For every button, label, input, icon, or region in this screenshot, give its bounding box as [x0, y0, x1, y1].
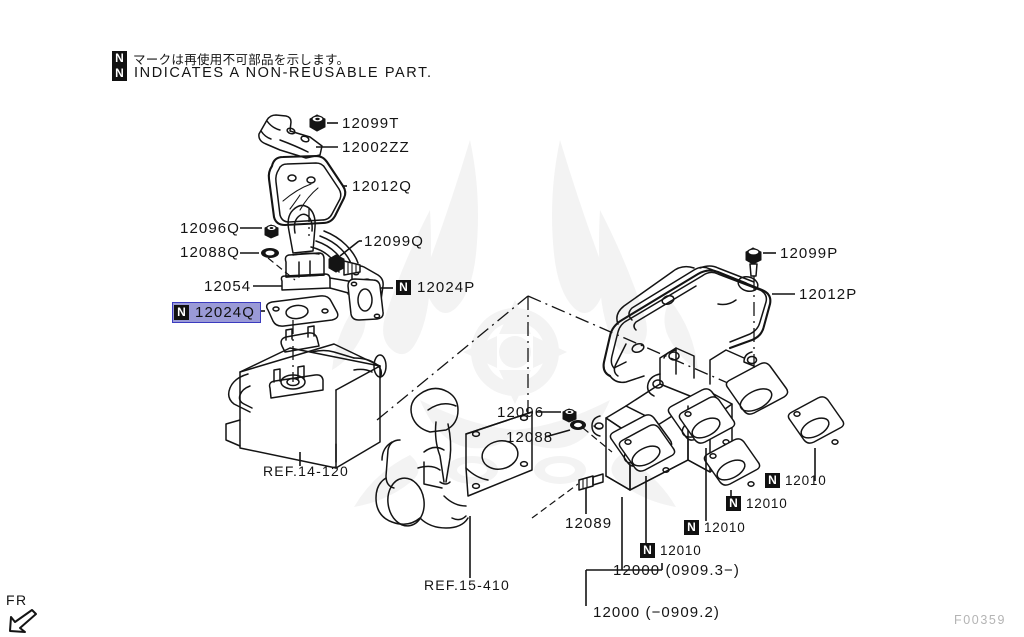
non-reusable-badge-icon: N: [112, 65, 127, 81]
non-reusable-badge-icon: N: [174, 305, 189, 320]
assembly-centerline: [376, 295, 761, 421]
part-12099t-nut: [309, 114, 326, 132]
part-label-12088q[interactable]: 12088Q: [180, 244, 240, 261]
part-label-12024p-text: 12024P: [417, 279, 476, 296]
part-label-12089[interactable]: 12089: [565, 515, 613, 532]
part-label-12002zz[interactable]: 12002ZZ: [342, 139, 410, 156]
assembly-label-12000-old[interactable]: 12000 (−0909.2): [593, 604, 721, 621]
part-12088q-washer: [261, 248, 279, 258]
part-12010-gasket-c: [703, 438, 761, 487]
part-label-12010-b[interactable]: N 12010: [684, 520, 746, 535]
part-label-12010-d[interactable]: N 12010: [765, 473, 827, 488]
part-12089-stud: [578, 473, 604, 491]
part-label-12010-d-text: 12010: [785, 473, 827, 488]
front-direction-arrow-icon: [9, 609, 37, 633]
part-12010-gasket-b: [678, 396, 736, 445]
part-12099p-bolt: [745, 247, 762, 277]
leader-lines: [240, 122, 816, 606]
part-12012p-heat-shield: [602, 265, 772, 384]
part-label-12010-a[interactable]: N 12010: [640, 543, 702, 558]
assembly-label-12000-new[interactable]: 12000 (0909.3−): [613, 562, 741, 579]
non-reusable-badge-icon: N: [640, 543, 655, 558]
part-12096q-nut: [264, 224, 279, 239]
part-label-12096q[interactable]: 12096Q: [180, 220, 240, 237]
part-12024p-gasket: [347, 278, 384, 321]
part-egr-cooler-ref14120: [225, 325, 387, 469]
part-label-12088[interactable]: 12088: [506, 429, 554, 446]
part-label-12024p[interactable]: N 12024P: [396, 279, 475, 296]
non-reusable-badge-icon: N: [765, 473, 780, 488]
reference-label-14-120[interactable]: REF.14-120: [263, 463, 349, 479]
part-label-12099p[interactable]: 12099P: [780, 245, 839, 262]
part-12099q-bolt: [328, 254, 361, 276]
non-reusable-badge-icon: N: [684, 520, 699, 535]
non-reusable-badge-icon: N: [396, 280, 411, 295]
part-label-12096[interactable]: 12096: [497, 404, 545, 421]
part-12010-gasket-d: [787, 396, 845, 445]
part-label-12054[interactable]: 12054: [204, 278, 252, 295]
reference-label-15-410[interactable]: REF.15-410: [424, 577, 510, 593]
part-label-12099q[interactable]: 12099Q: [364, 233, 424, 250]
legend-japanese-text: マークは再使用不可部品を示します。: [133, 52, 350, 67]
part-label-12012q[interactable]: 12012Q: [352, 178, 412, 195]
part-label-12012p[interactable]: 12012P: [799, 286, 858, 303]
non-reusable-badge-icon: N: [726, 496, 741, 511]
part-label-12010-b-text: 12010: [704, 520, 746, 535]
figure-id: F00359: [954, 613, 1006, 627]
front-direction-label: FR: [6, 592, 28, 608]
part-12002zz-stay: [258, 114, 323, 159]
legend-english-text: INDICATES A NON-REUSABLE PART.: [134, 65, 433, 81]
legend-english-row: N INDICATES A NON-REUSABLE PART.: [112, 65, 433, 81]
part-label-12024q-text: 12024Q: [195, 304, 255, 321]
background-watermark: [332, 140, 698, 507]
part-12012q-cover: [267, 154, 347, 227]
part-label-12024q-highlighted[interactable]: N 12024Q: [172, 302, 261, 323]
part-12010-gasket-a: [618, 424, 676, 473]
part-12088-washer: [570, 420, 586, 430]
part-label-12010-a-text: 12010: [660, 543, 702, 558]
part-12096-nut: [562, 408, 577, 423]
part-label-12099t[interactable]: 12099T: [342, 115, 400, 132]
part-12024q-gasket: [265, 295, 339, 327]
part-label-12010-c[interactable]: N 12010: [726, 496, 788, 511]
non-reusable-badge-icon: N: [112, 51, 127, 66]
part-turbo-ref15410: [375, 387, 533, 529]
part-label-12010-c-text: 12010: [746, 496, 788, 511]
front-direction-marker: FR: [6, 592, 40, 637]
legend-japanese-row: N マークは再使用不可部品を示します。: [112, 49, 349, 68]
